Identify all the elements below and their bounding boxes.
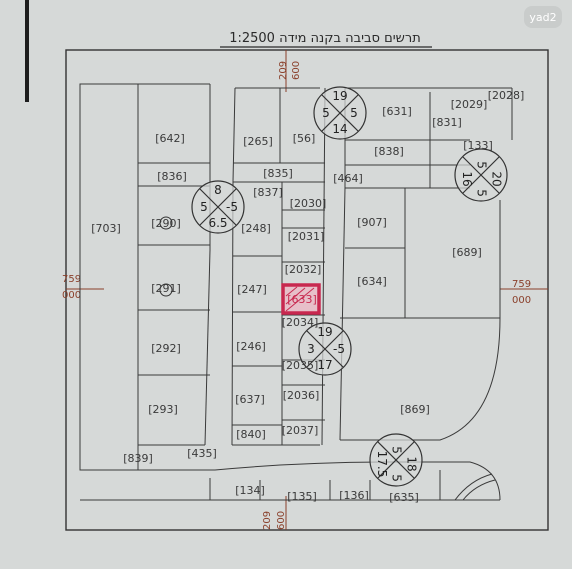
watermark-badge: yad2 [524, 6, 562, 28]
parcel-label: [907] [357, 216, 387, 229]
parcel-label: [133] [463, 139, 493, 152]
coord-right-2: 000 [512, 295, 531, 306]
parcel-label: [835] [263, 167, 293, 180]
marker-value-bottom: 17.5 [375, 451, 389, 478]
parcel-label: [135] [287, 490, 317, 503]
parcel-label: [247] [237, 283, 267, 296]
coord-top-1: 209 [278, 61, 289, 80]
survey-circle-290 [159, 216, 173, 230]
parcel-label: [2030] [290, 197, 327, 210]
marker-value-bottom: 16 [460, 171, 474, 186]
block-marker: 205 516 [454, 148, 508, 202]
parcel-label: [293] [148, 403, 178, 416]
parcel-label: [290] [151, 217, 181, 230]
parcel-label: [2028] [488, 89, 525, 102]
marker-value-right: 5 [350, 106, 358, 120]
block-marker: 193 -517 [298, 322, 352, 376]
parcel-label: [2035] [282, 359, 319, 372]
marker-value-left: 5 [200, 200, 208, 214]
parcel-label: [703] [91, 222, 121, 235]
coord-bottom-2: 600 [276, 511, 287, 530]
parcel-label: [689] [452, 246, 482, 259]
parcel-label: [2034] [282, 316, 319, 329]
map-frame [65, 49, 549, 531]
parcel-label: [435] [187, 447, 217, 460]
parcel-label: [839] [123, 452, 153, 465]
parcel-label: [831] [432, 116, 462, 129]
parcel-label: [464] [333, 172, 363, 185]
parcel-label: [134] [235, 484, 265, 497]
parcel-label: [635] [389, 491, 419, 504]
marker-value-top: 19 [317, 325, 332, 339]
survey-circle-291 [159, 283, 173, 297]
parcel-label: [2036] [283, 389, 320, 402]
parcel-label: [840] [236, 428, 266, 441]
marker-value-top: 8 [214, 183, 222, 197]
parcel-label: [246] [236, 340, 266, 353]
marker-value-top: 18 [405, 456, 419, 471]
marker-value-left: 5 [389, 446, 403, 454]
parcel-label: [2032] [285, 263, 322, 276]
parcel-label: [291] [151, 282, 181, 295]
coord-top-2: 600 [291, 61, 302, 80]
marker-value-left: 3 [307, 342, 315, 356]
parcel-label: [292] [151, 342, 181, 355]
marker-value-right: 5 [389, 474, 403, 482]
parcel-label: [637] [235, 393, 265, 406]
parcel-label: [631] [382, 105, 412, 118]
parcel-label: [634] [357, 275, 387, 288]
marker-value-left: 5 [322, 106, 330, 120]
parcel-label: [56] [293, 132, 316, 145]
parcel-label: [2031] [288, 230, 325, 243]
parcel-label: [2037] [282, 424, 319, 437]
marker-value-right: -5 [226, 200, 238, 214]
parcel-label: [248] [241, 222, 271, 235]
parcel-label: [642] [155, 132, 185, 145]
coord-bottom-1: 209 [262, 511, 273, 530]
left-binding-edge [25, 0, 29, 102]
parcel-label: [2029] [451, 98, 488, 111]
marker-value-top: 20 [490, 171, 504, 186]
parcel-label: [633] [287, 293, 317, 306]
parcel-label: [869] [400, 403, 430, 416]
marker-value-right: -5 [333, 342, 345, 356]
coord-left-2: 000 [62, 290, 81, 301]
block-marker: 85 -5 6.5 [191, 180, 245, 234]
map-title: תרשים סביבה בקנה מידה 1:2500 [229, 31, 421, 46]
parcel-label: [136] [339, 489, 369, 502]
block-marker: 195 514 [313, 86, 367, 140]
coord-right-1: 759 [512, 279, 531, 290]
marker-value-left: 5 [474, 161, 488, 169]
marker-value-top: 19 [332, 89, 347, 103]
parcel-label: [837] [253, 186, 283, 199]
marker-value-right: 5 [474, 189, 488, 197]
marker-value-bottom: 6.5 [208, 216, 227, 230]
parcel-label: [838] [374, 145, 404, 158]
parcel-label: [265] [243, 135, 273, 148]
marker-value-bottom: 17 [317, 358, 332, 372]
parcel-hatching [285, 286, 315, 312]
marker-value-bottom: 14 [332, 122, 347, 136]
coord-left-1: 759 [62, 274, 81, 285]
parcel-label: [836] [157, 170, 187, 183]
block-marker: 185 517.5 [369, 433, 423, 487]
